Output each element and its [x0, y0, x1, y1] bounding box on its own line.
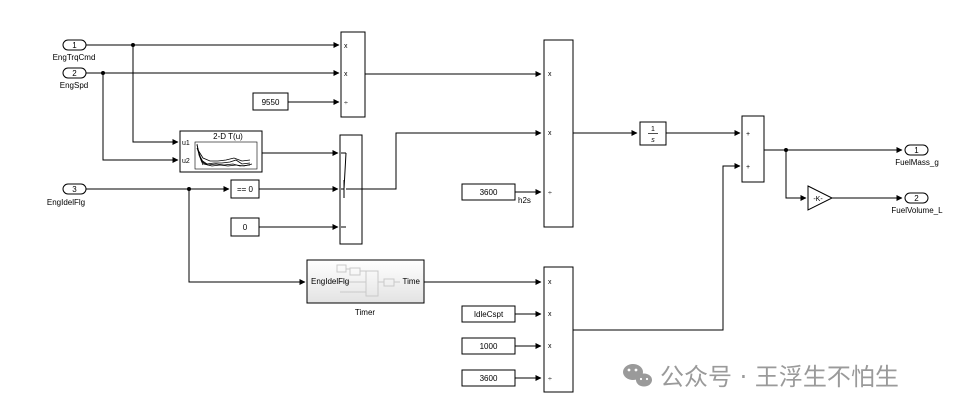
timer-input-label: EngIdelFlg — [311, 277, 349, 286]
constant-name: h2s — [518, 196, 531, 205]
outport-1[interactable]: 1 FuelMass_g — [895, 144, 939, 167]
constant-9550[interactable]: 9550 — [252, 92, 289, 111]
mul-sign: x — [344, 43, 348, 50]
sum-block[interactable]: + + — [741, 115, 765, 183]
wire-spd-to-lookup-u2[interactable] — [102, 73, 179, 163]
timer-block-name: Timer — [355, 308, 375, 317]
timer-output-label: Time — [403, 277, 421, 286]
switch-block[interactable] — [339, 134, 363, 245]
outport-number: 2 — [914, 194, 919, 203]
signal-lines — [86, 42, 903, 381]
inport-number: 1 — [72, 41, 77, 50]
branch-point — [131, 43, 135, 47]
switch-icon — [341, 152, 362, 228]
lookup-title: 2-D T(u) — [213, 132, 243, 141]
inport-label: EngIdelFlg — [47, 198, 85, 207]
mul-sign: x — [548, 343, 552, 350]
plus-sign: + — [746, 131, 750, 138]
constant-value: 0 — [243, 223, 248, 232]
constant-value: 3600 — [480, 188, 498, 197]
inport-label: EngTrqCmd — [53, 53, 96, 62]
timer-subsystem[interactable]: EngIdelFlg Time Timer — [306, 259, 425, 317]
wechat-icon — [623, 364, 652, 387]
lookup-port-u1: u1 — [182, 140, 190, 147]
product-block-2[interactable]: x x ÷ — [543, 39, 574, 228]
mul-sign: x — [548, 71, 552, 78]
lookup-plot-frame — [194, 141, 258, 170]
constant-3600-bottom[interactable]: 3600 — [461, 369, 516, 387]
wire-idle-to-timer[interactable] — [188, 189, 306, 285]
wire-product3-to-sum[interactable] — [573, 163, 741, 331]
compare-label: == 0 — [237, 185, 254, 194]
branch-point — [187, 187, 191, 191]
product-block-1[interactable]: x x ÷ — [340, 31, 366, 118]
lookup-port-u2: u2 — [182, 158, 190, 165]
inport-number: 3 — [72, 185, 77, 194]
watermark-text: 公众号 · 王浮生不怕生 — [660, 363, 899, 391]
product-block-3[interactable]: x x x ÷ — [543, 266, 574, 393]
timer-subsystem-icon — [336, 264, 400, 297]
integrator-block[interactable]: 1 s — [639, 121, 667, 146]
outport-label: FuelVolume_L — [891, 206, 943, 215]
gain-block[interactable]: -K- — [807, 185, 834, 211]
gain-label: -K- — [813, 196, 823, 203]
inport-3[interactable]: 3 EngIdelFlg — [47, 183, 87, 207]
mul-sign: x — [548, 130, 552, 137]
integrator-numerator: 1 — [651, 126, 655, 133]
wire-sum-to-gain[interactable] — [785, 150, 807, 201]
constant-zero[interactable]: 0 — [230, 217, 260, 237]
inport-2[interactable]: 2 EngSpd — [60, 67, 88, 90]
constant-value: 3600 — [480, 374, 498, 383]
div-sign: ÷ — [344, 100, 348, 107]
wire-switch-to-product2[interactable] — [362, 130, 542, 190]
constant-value: 1000 — [480, 342, 498, 351]
outport-label: FuelMass_g — [895, 158, 939, 167]
watermark: 公众号 · 王浮生不怕生 — [623, 363, 899, 391]
compare-to-zero[interactable]: == 0 — [230, 179, 260, 199]
lookup-surface-icon — [196, 143, 253, 167]
outport-2[interactable]: 2 FuelVolume_L — [891, 192, 943, 215]
constant-value: IdleCspt — [474, 310, 504, 319]
mul-sign: x — [548, 279, 552, 286]
constant-1000[interactable]: 1000 — [461, 337, 516, 355]
wire-trq-to-lookup-u1[interactable] — [132, 45, 179, 145]
plus-sign: + — [746, 164, 750, 171]
mul-sign: x — [344, 71, 348, 78]
branch-point — [101, 71, 105, 75]
inport-label: EngSpd — [60, 81, 88, 90]
inport-1[interactable]: 1 EngTrqCmd — [53, 39, 96, 62]
div-sign: ÷ — [548, 376, 552, 383]
constant-value: 9550 — [262, 98, 280, 107]
outport-number: 1 — [914, 146, 919, 155]
constant-idlecspt[interactable]: IdleCspt — [461, 305, 516, 323]
lookup-table-2d[interactable]: 2-D T(u) u1 u2 — [179, 130, 263, 173]
mul-sign: x — [548, 311, 552, 318]
branch-points — [101, 43, 788, 191]
div-sign: ÷ — [548, 190, 552, 197]
constant-3600-top[interactable]: 3600 h2s — [461, 183, 531, 205]
branch-point — [784, 148, 788, 152]
inport-number: 2 — [72, 69, 77, 78]
integrator-denominator: s — [651, 137, 655, 144]
